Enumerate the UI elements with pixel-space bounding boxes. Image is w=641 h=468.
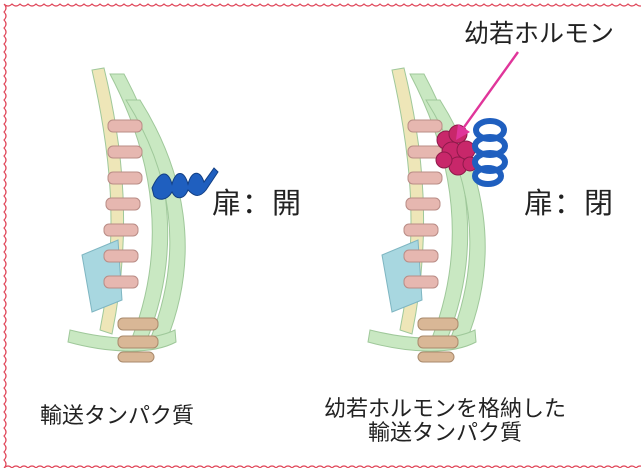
alpha-helix-tan-left (118, 318, 158, 362)
protein-closed-state (368, 52, 518, 362)
state-closed-label: 扉：閉 (524, 188, 614, 220)
caption-right: 幼若ホルモンを格納した 輸送タンパク質 (300, 398, 590, 446)
alpha-helix-tan-right (418, 318, 458, 362)
lid-helix-closed (475, 121, 505, 184)
caption-right-line1: 幼若ホルモンを格納した (300, 398, 590, 422)
hormone-label: 幼若ホルモン (464, 20, 614, 48)
caption-right-line2: 輸送タンパク質 (300, 422, 590, 446)
hormone-arrow (456, 52, 518, 140)
protein-open-state (68, 68, 218, 362)
caption-left: 輸送タンパク質 (40, 405, 194, 429)
state-open-label: 扉：開 (212, 188, 302, 220)
hormone-molecule (436, 125, 477, 175)
